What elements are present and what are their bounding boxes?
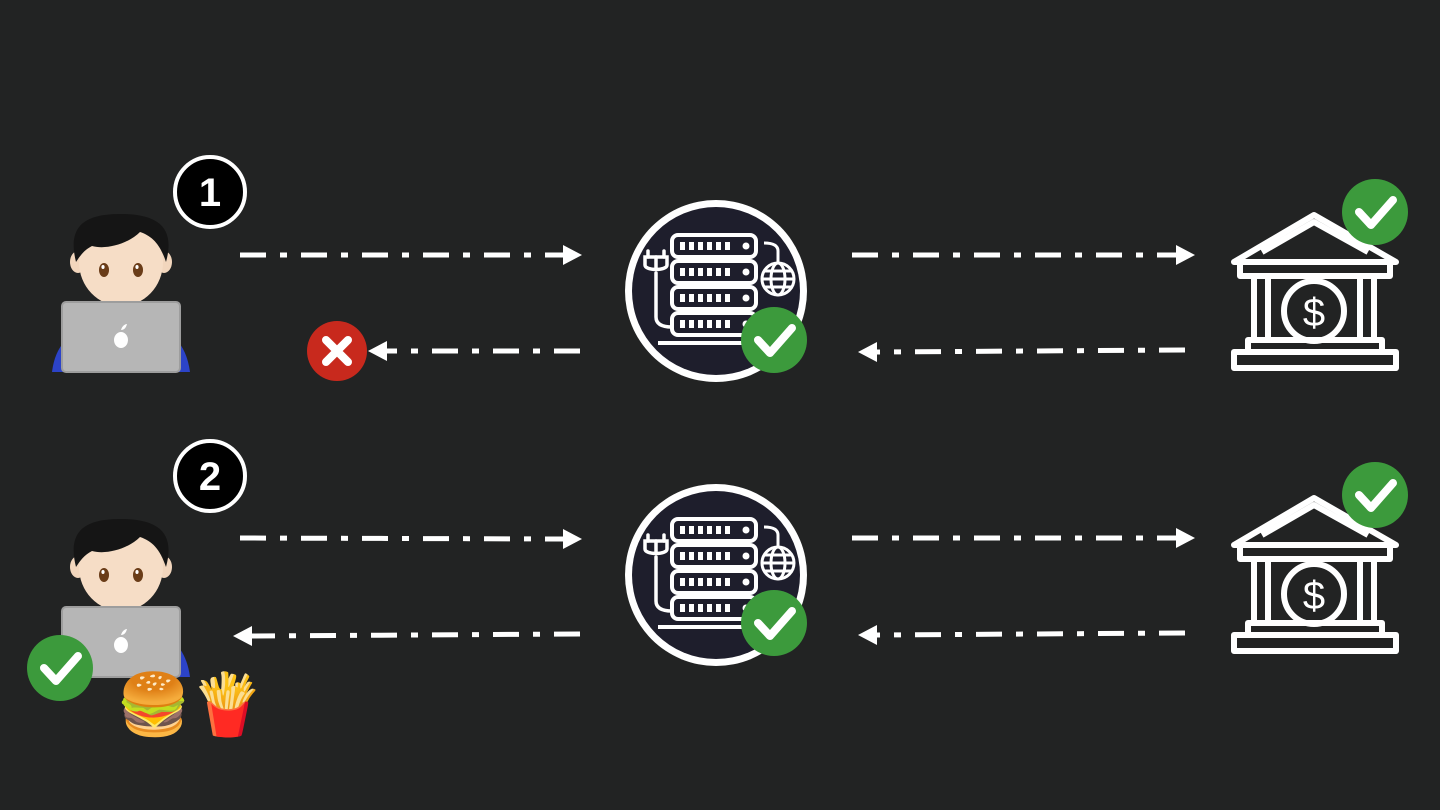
response-arrow-server-to-client xyxy=(233,626,581,646)
scenario-2: 2 $ xyxy=(27,439,1408,701)
arrowhead-icon xyxy=(563,245,582,265)
arrowhead-icon xyxy=(1176,245,1195,265)
arrowhead-icon xyxy=(233,626,252,646)
check-icon xyxy=(1342,462,1408,528)
dollar-sign-icon: $ xyxy=(1303,291,1325,335)
arrowhead-icon xyxy=(858,342,877,362)
burger-icon: 🍔 xyxy=(116,670,191,740)
check-icon xyxy=(741,590,807,656)
check-icon xyxy=(27,635,93,701)
request-arrow-client-to-server xyxy=(240,245,582,265)
response-arrow-bank-to-server xyxy=(858,342,1186,362)
response-arrow-bank-to-server xyxy=(858,625,1186,645)
request-arrow-client-to-server xyxy=(239,529,582,549)
response-arrow-server-to-client-failed xyxy=(368,341,580,361)
step-badge-1: 1 xyxy=(173,155,247,229)
request-arrow-server-to-bank xyxy=(852,528,1195,548)
fries-icon: 🍟 xyxy=(190,670,265,740)
step-number-1: 1 xyxy=(199,171,221,215)
arrowhead-icon xyxy=(1176,528,1195,548)
request-arrow-server-to-bank xyxy=(852,245,1195,265)
scenario-1: 1 $ xyxy=(51,155,1408,384)
step-badge-2: 2 xyxy=(173,439,247,513)
dollar-sign-icon: $ xyxy=(1303,574,1325,618)
check-icon xyxy=(741,307,807,373)
arrowhead-icon xyxy=(563,529,582,549)
arrowhead-icon xyxy=(858,625,877,645)
client-person-laptop-icon xyxy=(51,213,191,373)
check-icon xyxy=(1342,179,1408,245)
arrowhead-icon xyxy=(368,341,387,361)
cross-icon xyxy=(307,321,367,381)
step-number-2: 2 xyxy=(199,455,221,499)
